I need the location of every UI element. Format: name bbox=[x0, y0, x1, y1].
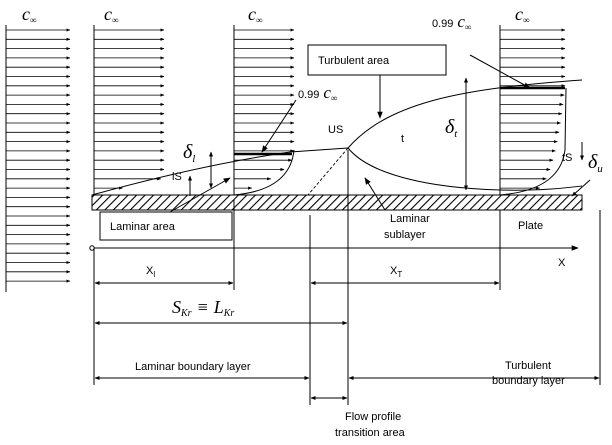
laminar-boundary-layer-edge bbox=[91, 147, 349, 196]
us-label: US bbox=[328, 124, 343, 136]
ts-label: tS bbox=[562, 152, 572, 164]
delta-u-arrow bbox=[571, 179, 591, 197]
delta-u-symbol: δu bbox=[588, 151, 603, 175]
turbulent-bl-label-1: Turbulent bbox=[505, 360, 551, 372]
profile-3-envelope bbox=[233, 149, 295, 196]
c-inf-label-1: c∞ bbox=[22, 4, 36, 25]
transition-dashed-line bbox=[307, 147, 349, 196]
laminar-area-arrow bbox=[169, 177, 231, 213]
laminar-area-box bbox=[99, 211, 233, 241]
laminar-bl-label: Laminar boundary layer bbox=[135, 361, 251, 373]
laminar-area-label: Laminar area bbox=[110, 221, 176, 233]
velocity-profile-freestream bbox=[5, 25, 71, 292]
turbulent-area-label: Turbulent area bbox=[318, 55, 390, 67]
velocity-profile-transition bbox=[233, 25, 295, 196]
t-label: t bbox=[401, 133, 404, 145]
ls-label: lS bbox=[172, 171, 182, 183]
xl-label: Xl bbox=[146, 265, 155, 279]
laminar-sublayer-label-2: sublayer bbox=[384, 229, 426, 241]
laminar-sublayer-arrow bbox=[364, 177, 386, 211]
turbulent-boundary-layer-edge bbox=[347, 79, 583, 149]
c-inf-label-4: c∞ bbox=[515, 4, 529, 25]
profile-4-envelope bbox=[499, 87, 567, 196]
delta-l-symbol: δl bbox=[183, 141, 195, 165]
transition-label-1: Flow profile bbox=[345, 411, 401, 423]
laminar-sublayer-curve bbox=[347, 147, 583, 191]
turbulent-area-box bbox=[307, 44, 447, 76]
plate-label: Plate bbox=[518, 220, 543, 232]
laminar-sublayer-label-1: Laminar bbox=[390, 213, 430, 225]
turbulent-bl-label-2: boundary layer bbox=[492, 375, 565, 387]
velocity-profile-laminar bbox=[93, 25, 165, 195]
c-inf-label-2: c∞ bbox=[104, 4, 118, 25]
transition-label-2: transition area bbox=[335, 427, 406, 439]
skr-lkr-label: SKr≡LKr bbox=[172, 297, 234, 319]
xt-label: XT bbox=[390, 265, 402, 279]
c099-pointer-arrow-laminar bbox=[261, 99, 297, 153]
delta-t-symbol: δt bbox=[445, 116, 458, 140]
x-axis-label: X bbox=[558, 257, 566, 269]
c-inf-label-3: c∞ bbox=[248, 4, 262, 25]
c099-pointer-arrow-turbulent bbox=[469, 54, 531, 89]
velocity-profile-turbulent bbox=[499, 25, 567, 196]
plate bbox=[91, 194, 583, 211]
